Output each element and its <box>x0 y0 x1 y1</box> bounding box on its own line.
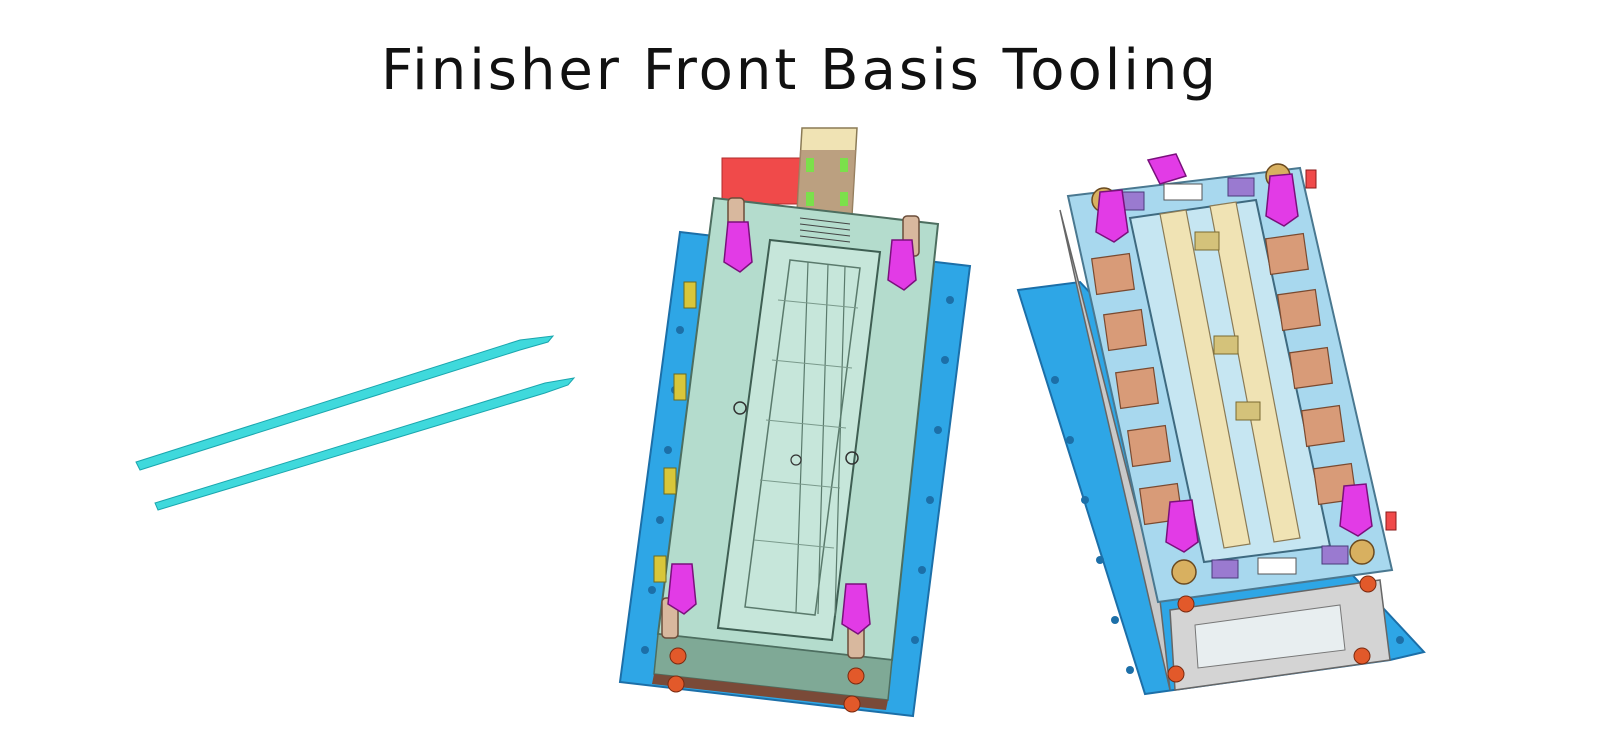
finisher-part-lower <box>154 377 576 511</box>
lower-tool <box>618 127 972 718</box>
red-block <box>721 157 803 205</box>
finisher-parts <box>135 335 576 511</box>
page-title: Finisher Front Basis Tooling <box>381 38 1219 103</box>
finisher-part-upper <box>135 335 555 471</box>
upper-tool <box>1016 153 1426 696</box>
